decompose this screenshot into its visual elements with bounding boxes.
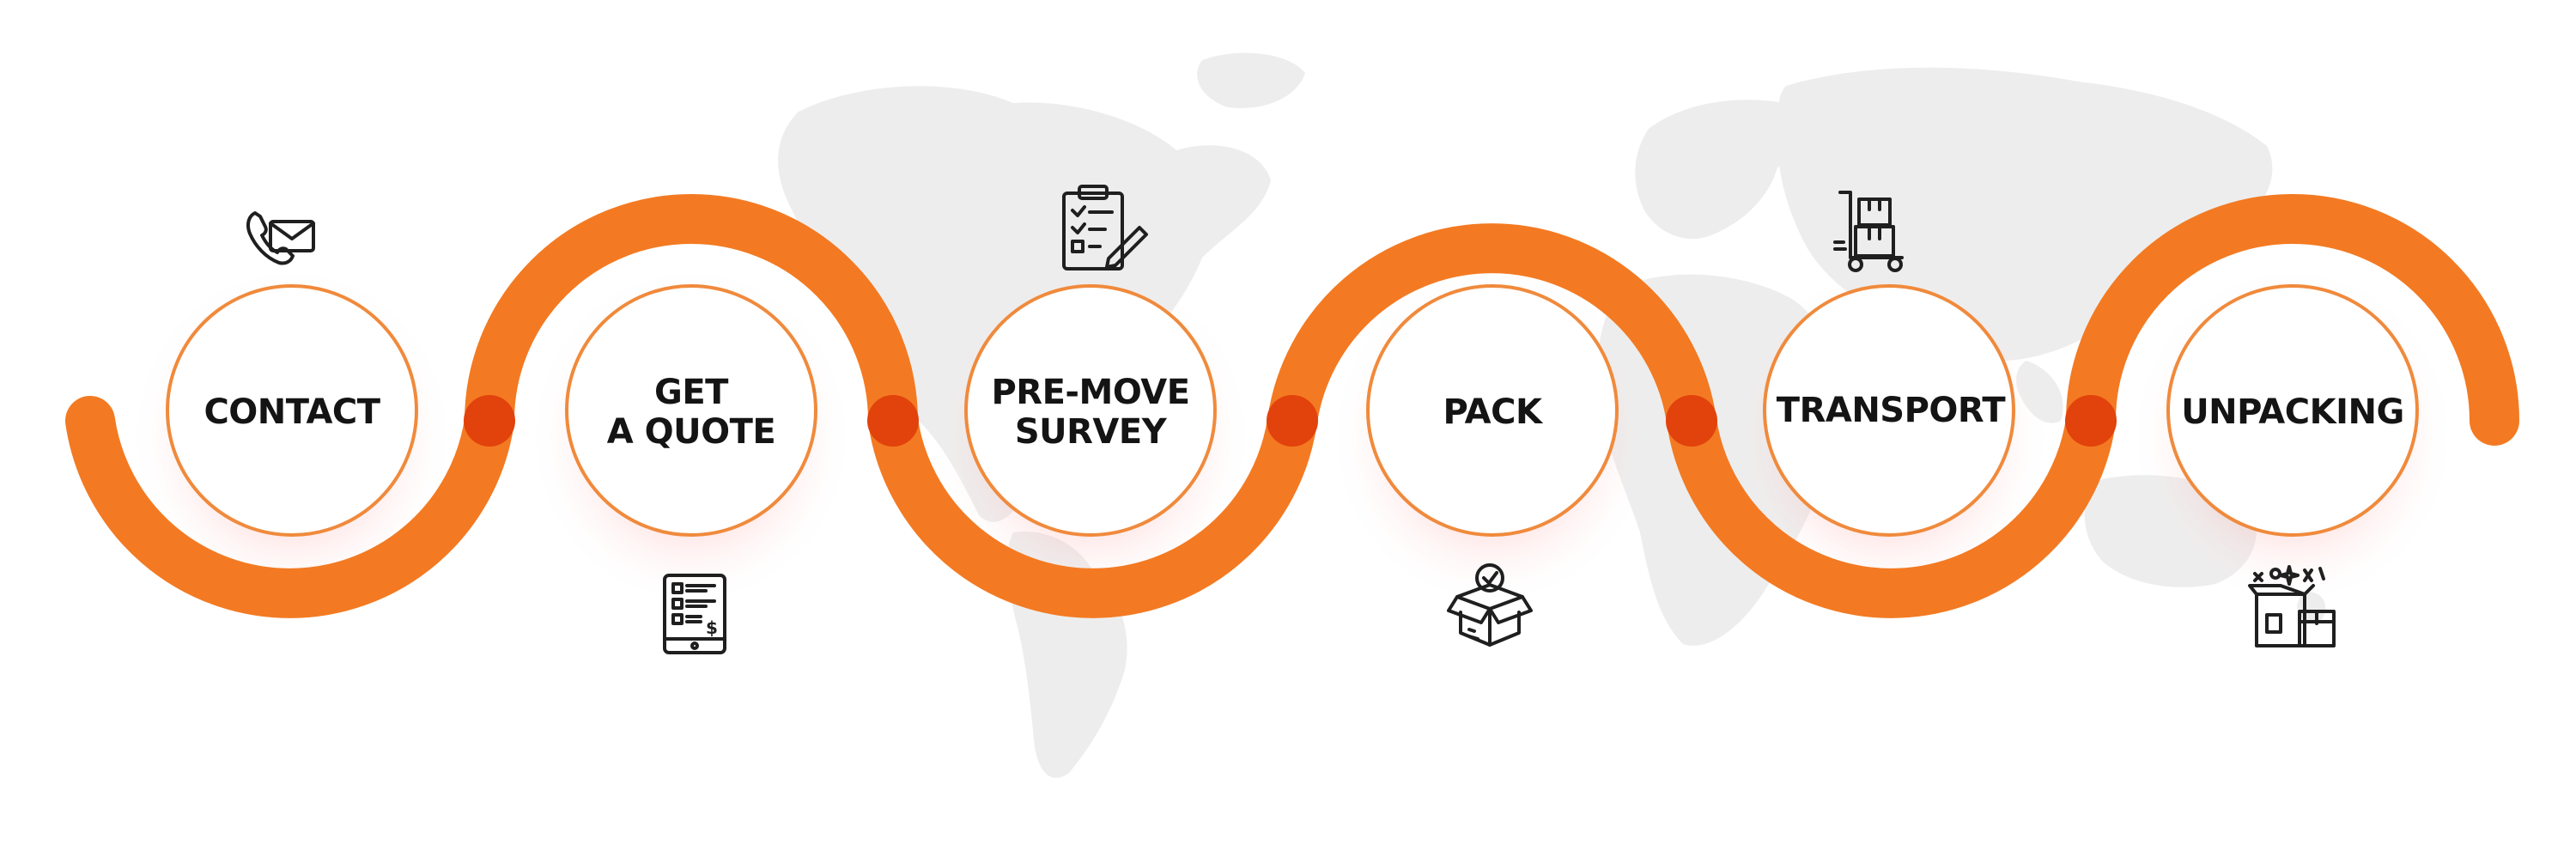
svg-text:$: $ <box>706 617 718 638</box>
hand-truck-icon <box>1833 191 1904 272</box>
step-circle-4 <box>1366 284 1619 537</box>
clipboard-checklist-icon <box>1062 185 1148 270</box>
box-check-icon <box>1447 563 1533 647</box>
step-label-pre-move-survey: PRE-MOVE SURVEY <box>991 373 1190 452</box>
step-circle-3 <box>964 284 1217 537</box>
step-label-pack: PACK <box>1443 392 1542 432</box>
step-label-transport: TRANSPORT <box>1776 391 2006 430</box>
step-circles <box>166 284 2419 537</box>
wave-joint <box>464 395 515 447</box>
phone-envelope-icon <box>246 211 315 265</box>
step-circle-5 <box>1763 284 2015 537</box>
tablet-quote-icon: $ <box>663 574 726 654</box>
step-label-unpacking: UNPACKING <box>2181 392 2404 432</box>
step-circle-1 <box>166 284 418 537</box>
wave-joint <box>1267 395 1318 447</box>
wave-joint <box>1666 395 1717 447</box>
open-box-icon <box>2248 565 2336 647</box>
wave-joint <box>2065 395 2117 447</box>
step-label-contact: CONTACT <box>204 392 380 432</box>
step-circle-2 <box>565 284 817 537</box>
wave-joints <box>464 395 2117 447</box>
step-circle-6 <box>2166 284 2419 537</box>
wave-joint <box>867 395 919 447</box>
step-label-get-a-quote: GET A QUOTE <box>606 373 776 452</box>
